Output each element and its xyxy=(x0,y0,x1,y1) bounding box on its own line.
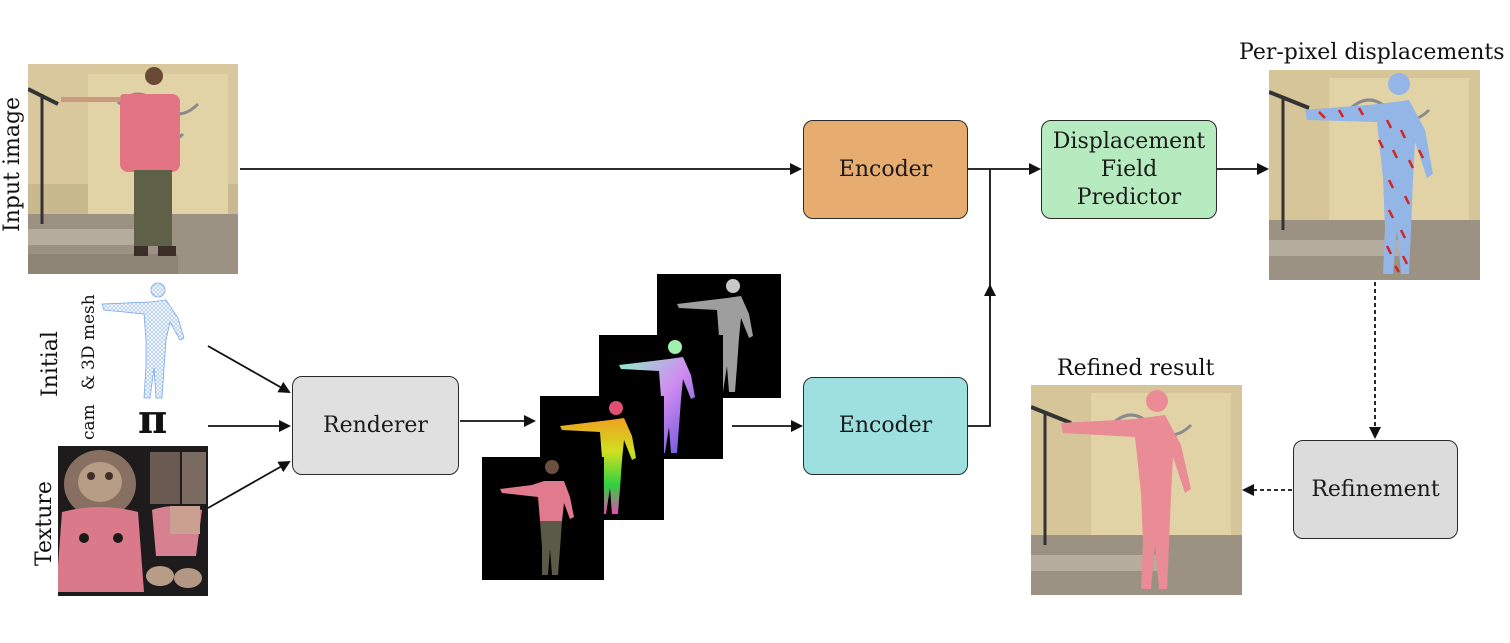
displacement-predictor-box: Displacement Field Predictor xyxy=(1041,120,1217,219)
encoder-bottom-box: Encoder xyxy=(803,377,968,475)
refinement-box: Refinement xyxy=(1293,440,1458,539)
displacement-label-line2: Field xyxy=(1100,156,1158,182)
renderer-label: Renderer xyxy=(323,412,428,438)
initial-mesh-image xyxy=(100,280,200,402)
input-image xyxy=(28,64,238,274)
displacement-label-line1: Displacement xyxy=(1052,128,1206,154)
encoder-top-label: Encoder xyxy=(838,156,933,182)
input-image-label: Input image xyxy=(0,96,25,232)
encoder-bottom-label: Encoder xyxy=(838,413,933,438)
amp-label: & xyxy=(79,374,99,390)
pi-symbol: π xyxy=(138,396,168,443)
texture-label: Texture xyxy=(32,481,57,566)
initial-label: Initial xyxy=(38,331,63,397)
refined-result-image xyxy=(1031,385,1242,595)
render-textured xyxy=(482,457,604,580)
renderer-box: Renderer xyxy=(292,376,459,475)
texture-image xyxy=(58,446,208,596)
cam-label: cam xyxy=(79,404,99,440)
arrow-mesh-to-renderer xyxy=(207,345,291,393)
displacement-label-line3: Predictor xyxy=(1076,184,1182,210)
refined-result-label: Refined result xyxy=(1057,356,1215,381)
per-pixel-image xyxy=(1269,70,1480,280)
arrow-texture-to-renderer xyxy=(207,461,291,509)
per-pixel-label: Per-pixel displacements xyxy=(1239,40,1505,65)
encoder-top-box: Encoder xyxy=(803,120,968,219)
arrow-encoder-bottom-up xyxy=(968,288,991,427)
mesh-label: 3D mesh xyxy=(79,294,99,370)
refinement-label: Refinement xyxy=(1311,476,1440,502)
